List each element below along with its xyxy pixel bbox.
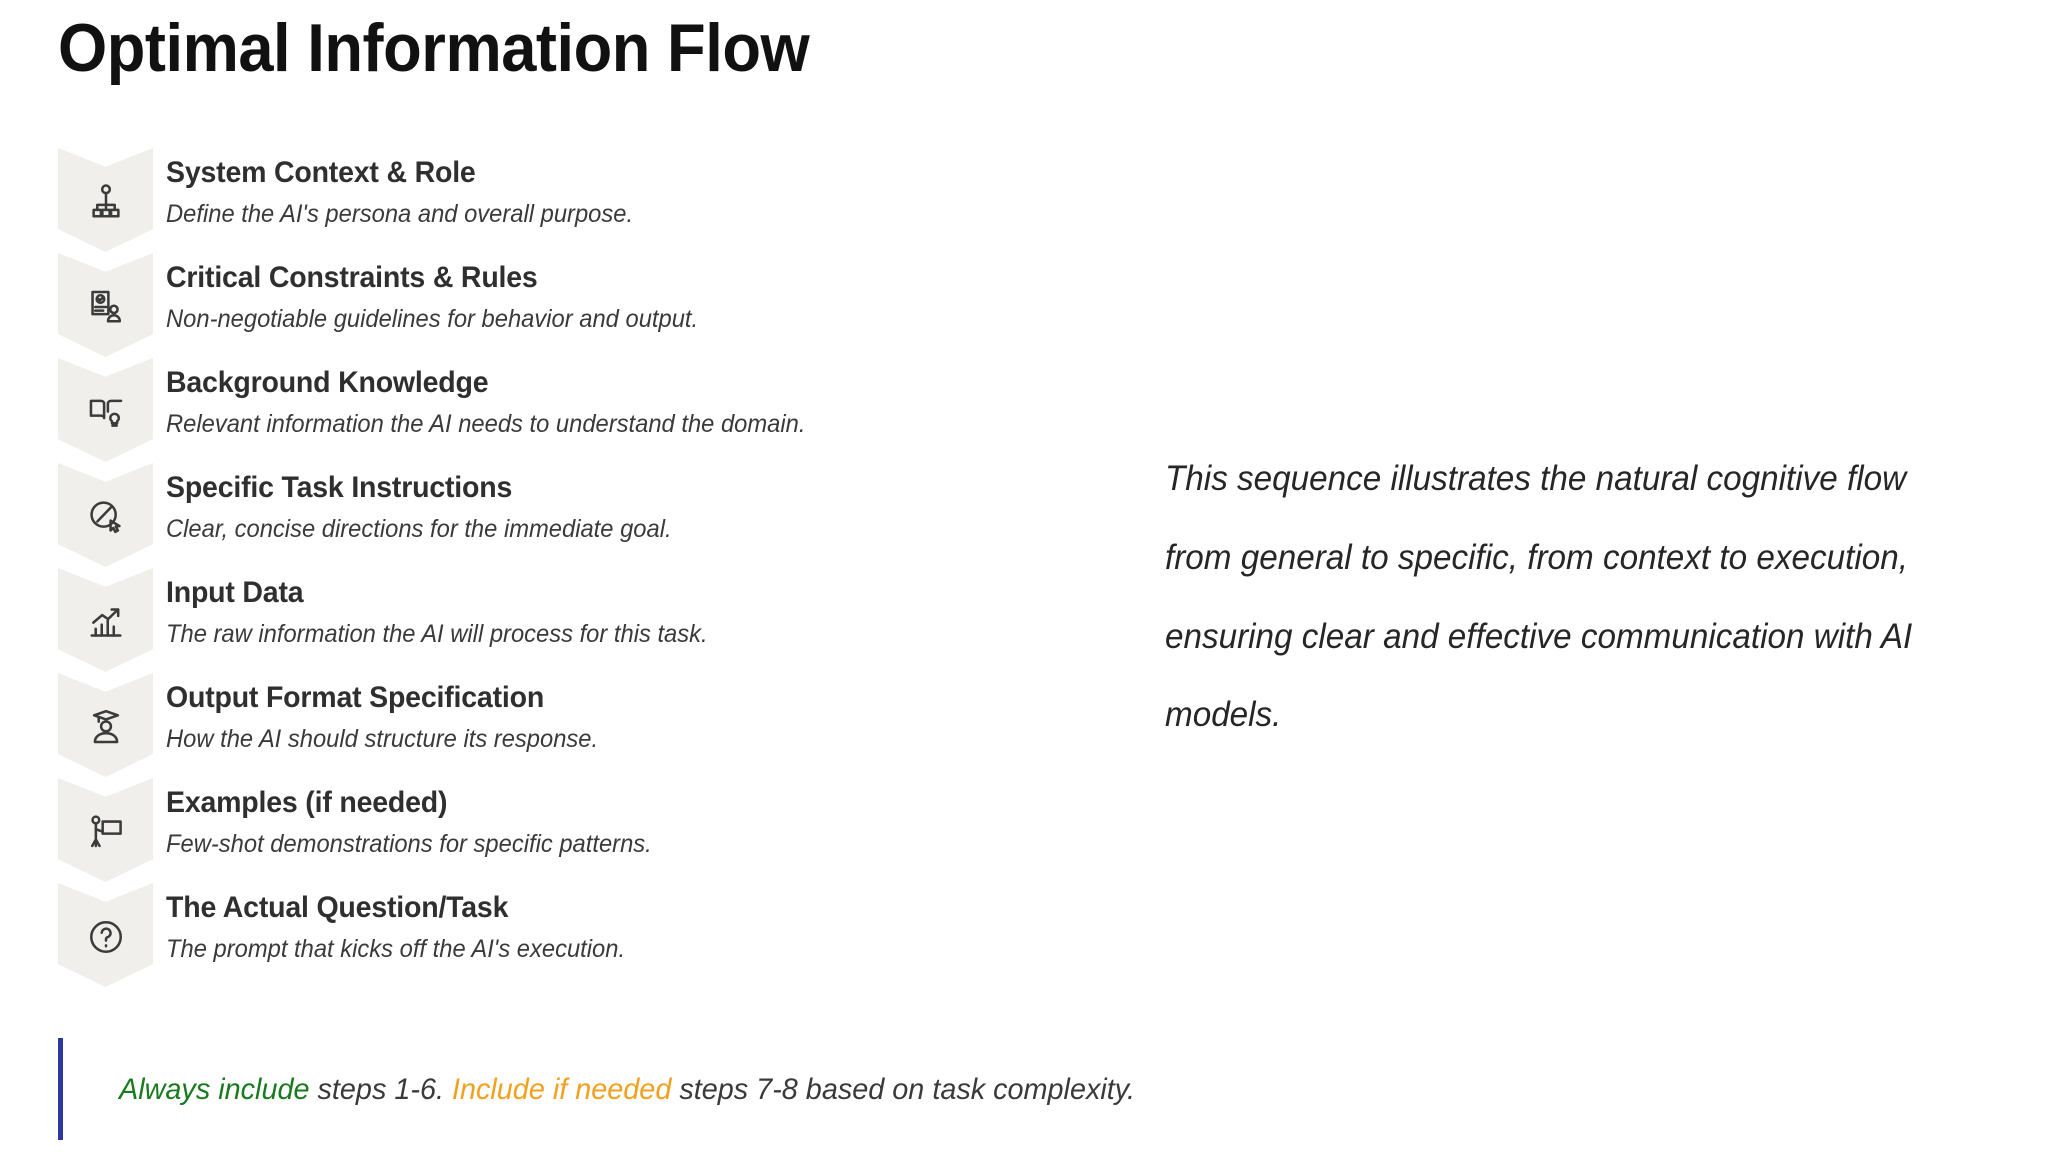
step-text-4: Specific Task Instructions Clear, concis…: [166, 469, 1066, 545]
step-title: Critical Constraints & Rules: [166, 261, 538, 294]
step-title: Input Data: [166, 576, 304, 609]
side-note-text: This sequence illustrates the natural co…: [1165, 459, 1913, 735]
step-title: Examples (if needed): [166, 786, 448, 819]
step-text-7: Examples (if needed) Few-shot demonstrat…: [166, 784, 1066, 860]
step-badge-1: [58, 148, 153, 252]
step-title: The Actual Question/Task: [166, 891, 509, 924]
footer-callout: Always include steps 1-6. Include if nee…: [58, 1038, 1758, 1140]
step-badge-8: [58, 883, 153, 987]
step-description: Non-negotiable guidelines for behavior a…: [166, 304, 699, 333]
page-title: Optimal Information Flow: [58, 10, 810, 86]
org-chart-icon: [91, 184, 120, 218]
presenter-whiteboard-icon: [90, 815, 122, 848]
step-title: Background Knowledge: [166, 366, 489, 399]
step-title: System Context & Role: [166, 156, 476, 189]
footer-text: Always include steps 1-6. Include if nee…: [119, 1070, 1135, 1109]
footer-accent-bar: [58, 1038, 63, 1140]
step-text-3: Background Knowledge Relevant informatio…: [166, 364, 1066, 440]
steps-list: System Context & Role Define the AI's pe…: [0, 148, 1100, 988]
step-item[interactable]: System Context & Role Define the AI's pe…: [0, 148, 1100, 253]
step-text-1: System Context & Role Define the AI's pe…: [166, 154, 1066, 230]
step-description: Few-shot demonstrations for specific pat…: [166, 829, 652, 858]
bar-chart-growth-icon: [89, 608, 122, 637]
step-description: Clear, concise directions for the immedi…: [166, 514, 672, 543]
step-text-2: Critical Constraints & Rules Non-negotia…: [166, 259, 1066, 335]
step-item[interactable]: Background Knowledge Relevant informatio…: [0, 358, 1100, 463]
step-item[interactable]: Input Data The raw information the AI wi…: [0, 568, 1100, 673]
step-item[interactable]: Examples (if needed) Few-shot demonstrat…: [0, 778, 1100, 883]
step-description: Relevant information the AI needs to und…: [166, 409, 806, 438]
rules-document-person-icon: [90, 290, 121, 323]
target-cursor-icon: [89, 501, 121, 534]
step-description: The raw information the AI will process …: [166, 619, 708, 648]
step-badge-2: [58, 253, 153, 357]
graduate-person-icon: [92, 709, 119, 744]
include-if-needed-rest: steps 7-8 based on task complexity.: [671, 1072, 1136, 1106]
step-text-5: Input Data The raw information the AI wi…: [166, 574, 1066, 650]
question-mark-circle-icon: [89, 921, 122, 953]
include-if-needed-label: Include if needed: [451, 1072, 672, 1106]
step-badge-5: [58, 568, 153, 672]
step-badge-7: [58, 778, 153, 882]
always-include-rest: steps 1-6.: [309, 1072, 452, 1106]
step-item[interactable]: The Actual Question/Task The prompt that…: [0, 883, 1100, 988]
open-book-lightbulb-icon: [89, 399, 122, 427]
step-item[interactable]: Critical Constraints & Rules Non-negotia…: [0, 253, 1100, 358]
step-description: Define the AI's persona and overall purp…: [166, 199, 634, 228]
step-title: Specific Task Instructions: [166, 471, 513, 504]
step-item[interactable]: Output Format Specification How the AI s…: [0, 673, 1100, 778]
always-include-label: Always include: [119, 1072, 310, 1106]
step-badge-4: [58, 463, 153, 567]
step-title: Output Format Specification: [166, 681, 545, 714]
step-text-6: Output Format Specification How the AI s…: [166, 679, 1066, 755]
step-description: How the AI should structure its response…: [166, 724, 599, 753]
step-text-8: The Actual Question/Task The prompt that…: [166, 889, 1066, 965]
step-badge-3: [58, 358, 153, 462]
step-item[interactable]: Specific Task Instructions Clear, concis…: [0, 463, 1100, 568]
step-badge-6: [58, 673, 153, 777]
step-description: The prompt that kicks off the AI's execu…: [166, 934, 626, 963]
